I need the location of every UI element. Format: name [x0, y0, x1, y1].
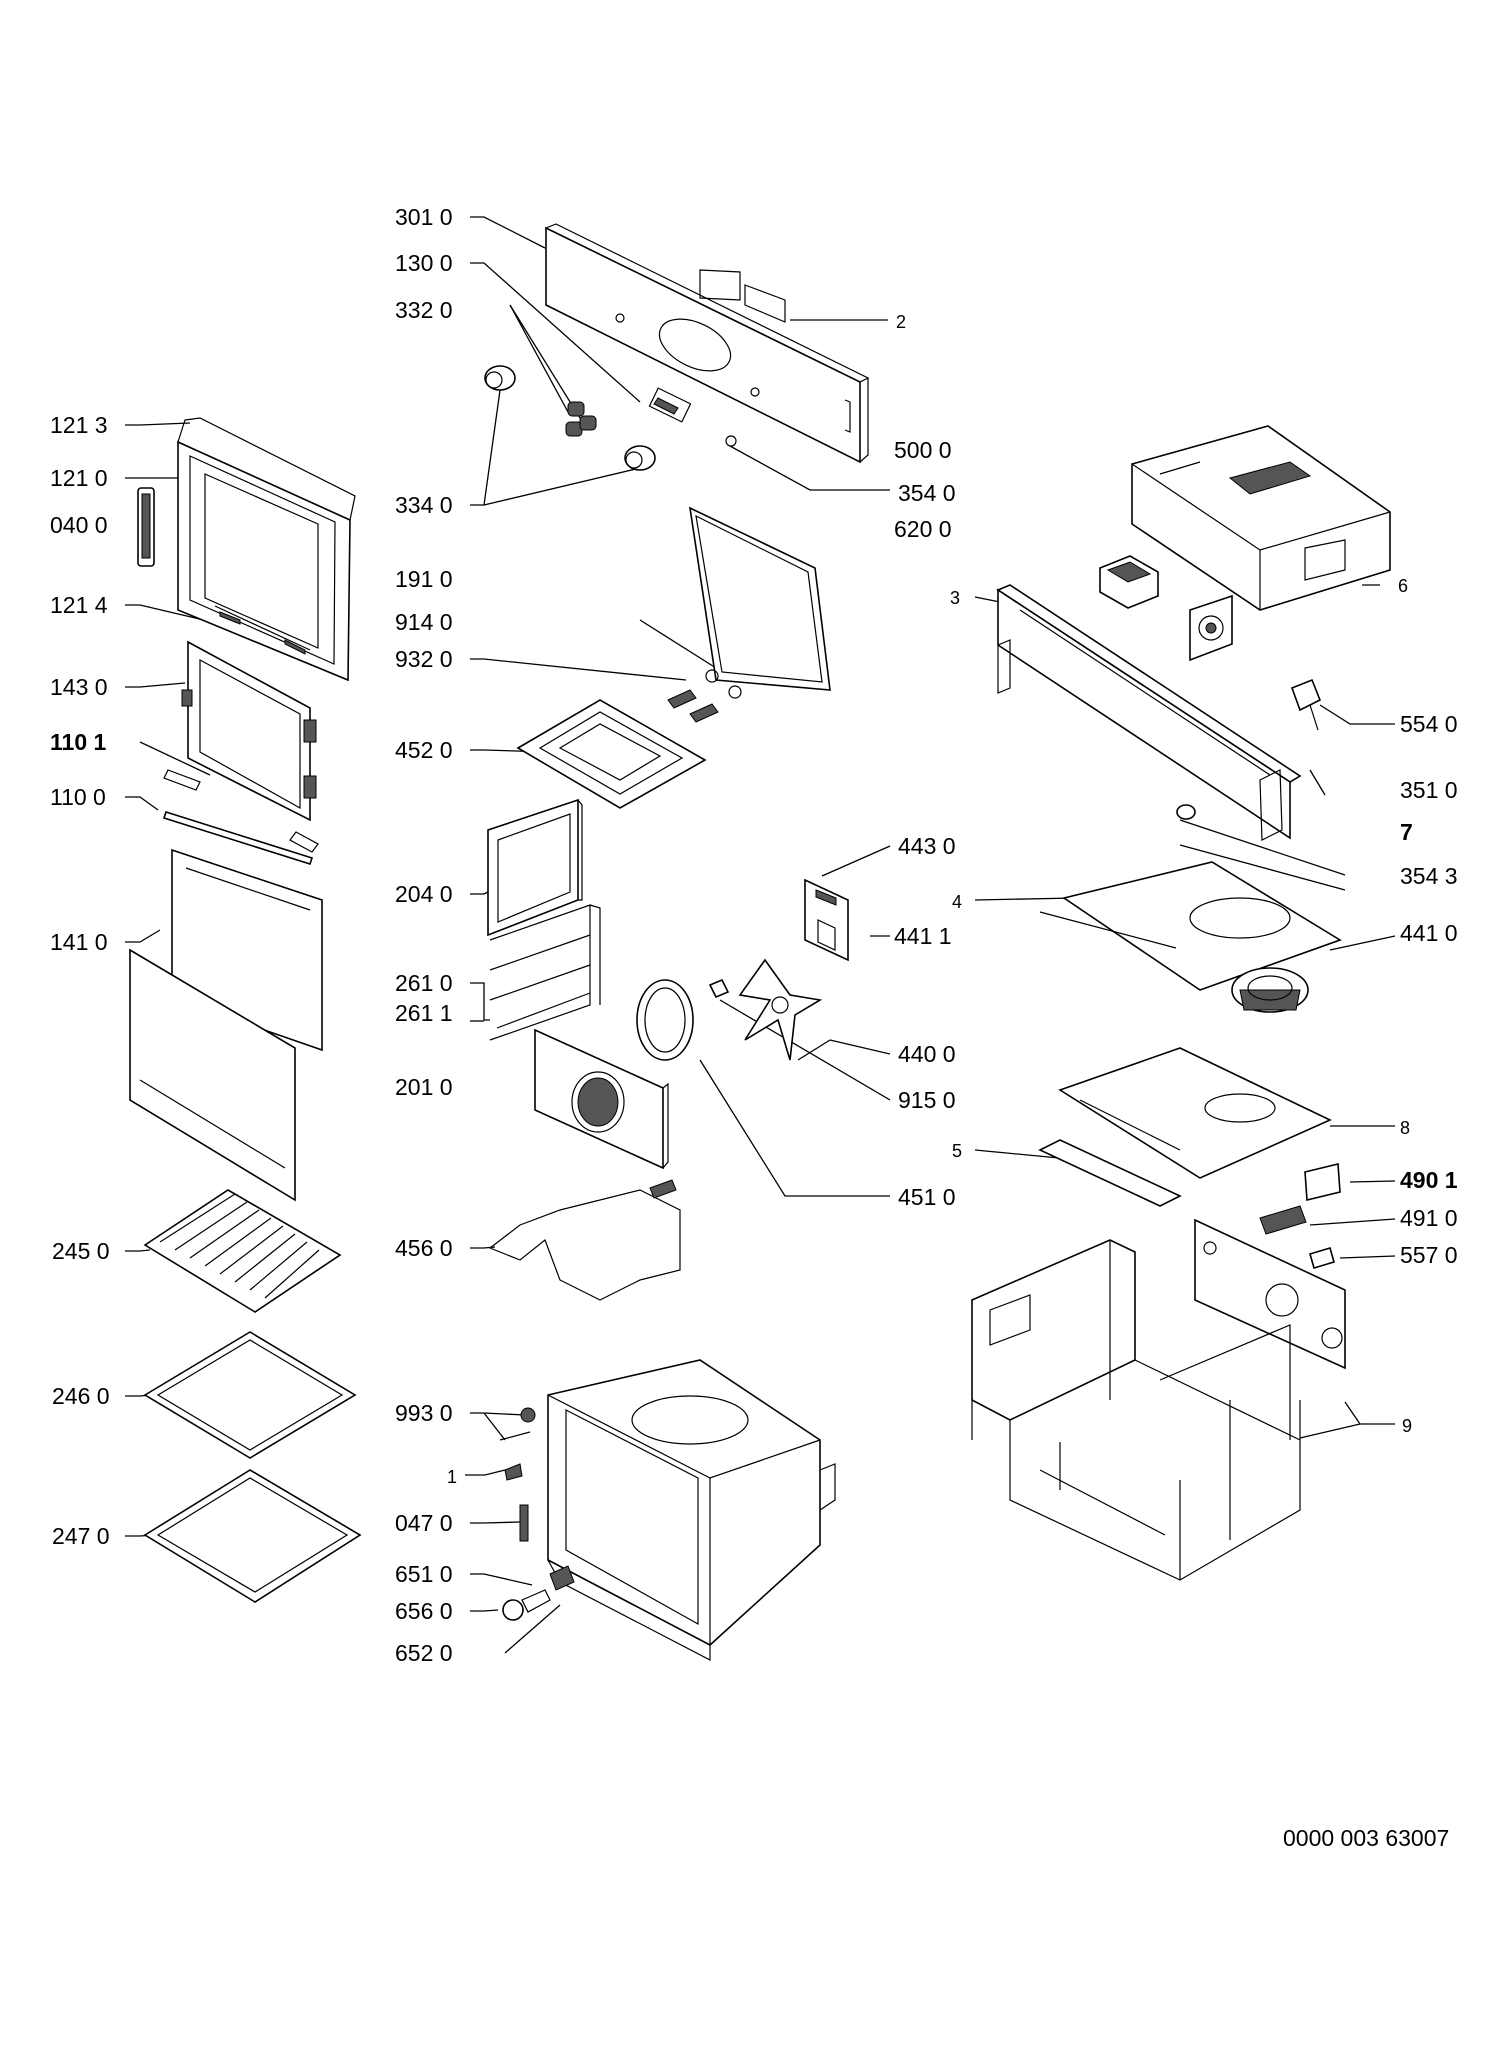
callout-491-0: 491 0	[1400, 1205, 1458, 1231]
door-glass-outer	[129, 948, 296, 1202]
callout-915-0: 915 0	[898, 1087, 956, 1113]
callout-490-1: 490 1	[1400, 1167, 1458, 1193]
callout-656-0: 656 0	[395, 1598, 453, 1624]
callout-351-0: 351 0	[1400, 777, 1458, 803]
callout-914-0: 914 0	[395, 609, 453, 635]
switch-shafts	[565, 401, 597, 437]
callout-652-0: 652 0	[395, 1640, 453, 1666]
callout-9: 9	[1402, 1416, 1412, 1436]
callout-247-0: 247 0	[52, 1523, 110, 1549]
front-strip	[1038, 1139, 1182, 1207]
lamp-holder	[1176, 804, 1196, 820]
rear-control-panel	[1131, 425, 1391, 611]
callout-500-0: 500 0	[894, 437, 952, 463]
callout-191-0: 191 0	[395, 566, 453, 592]
callout-143-0: 143 0	[50, 674, 108, 700]
door-rod	[162, 811, 314, 865]
fan-motor	[804, 878, 849, 962]
callout-121-3: 121 3	[50, 412, 108, 438]
control-panel-assembly	[545, 223, 870, 464]
heat-shield-plate	[1058, 1047, 1332, 1179]
oven-cavity	[547, 1359, 836, 1661]
callout-651-0: 651 0	[395, 1561, 453, 1587]
callout-993-0: 993 0	[395, 1400, 453, 1426]
fan-blade	[738, 958, 823, 1061]
callout-7: 7	[1400, 819, 1413, 845]
callout-334-0: 334 0	[395, 492, 453, 518]
side-rack-upper	[487, 798, 583, 937]
knobs	[484, 365, 656, 471]
callout-110-0: 110 0	[50, 784, 106, 810]
callout-443-0: 443 0	[898, 833, 956, 859]
callout-441-1: 441 1	[894, 923, 952, 949]
callout-6: 6	[1398, 576, 1408, 596]
callout-452-0: 452 0	[395, 737, 453, 763]
callout-246-0: 246 0	[52, 1383, 110, 1409]
top-grill-element	[516, 669, 742, 809]
callout-620-0: 620 0	[894, 516, 952, 542]
callout-3: 3	[950, 588, 960, 608]
callout-451-0: 451 0	[898, 1184, 956, 1210]
callout-labels: 301 0 130 0 332 0 2 121 3 121 0 040 0 33…	[50, 204, 1458, 1851]
front-frame-bar	[996, 584, 1302, 841]
callout-047-0: 047 0	[395, 1510, 453, 1536]
callout-5: 5	[952, 1141, 962, 1161]
wire-shelf	[143, 1189, 342, 1313]
top-plate	[1039, 861, 1342, 991]
fan-bushing	[708, 978, 730, 999]
callout-354-0: 354 0	[898, 480, 956, 506]
cooling-fan	[1231, 967, 1309, 1013]
document-number: 0000 003 63007	[1283, 1825, 1449, 1851]
callout-441-0: 441 0	[1400, 920, 1458, 946]
door-outer-frame	[177, 417, 356, 682]
callout-261-1: 261 1	[395, 1000, 453, 1026]
callout-121-4: 121 4	[50, 592, 108, 618]
door-seal	[688, 506, 831, 691]
callout-332-0: 332 0	[395, 297, 453, 323]
baking-tray	[143, 1331, 357, 1459]
relay-module	[1099, 555, 1159, 609]
callout-130-0: 130 0	[395, 250, 453, 276]
rear-terminal-board	[1194, 1218, 1346, 1370]
callout-1: 1	[447, 1467, 457, 1487]
callout-261-0: 261 0	[395, 970, 453, 996]
callout-456-0: 456 0	[395, 1235, 453, 1261]
callout-040-0: 040 0	[50, 512, 108, 538]
bottom-element	[488, 1179, 681, 1301]
callout-2: 2	[896, 312, 906, 332]
callout-201-0: 201 0	[395, 1074, 453, 1100]
leader-lines	[125, 216, 1396, 1654]
callout-141-0: 141 0	[50, 929, 108, 955]
fan-ring	[636, 979, 694, 1061]
door-handle	[137, 487, 155, 567]
callout-554-0: 554 0	[1400, 711, 1458, 737]
callout-8: 8	[1400, 1118, 1410, 1138]
callout-557-0: 557 0	[1400, 1242, 1458, 1268]
callout-932-0: 932 0	[395, 646, 453, 672]
callout-440-0: 440 0	[898, 1041, 956, 1067]
callout-354-3: 354 3	[1400, 863, 1458, 889]
cavity-hardware	[499, 1407, 575, 1621]
side-rack-lower	[489, 904, 601, 1041]
callout-110-1: 110 1	[50, 729, 106, 755]
callout-121-0: 121 0	[50, 465, 108, 491]
door-inner-panel	[163, 640, 319, 853]
callout-204-0: 204 0	[395, 881, 453, 907]
fan-cover	[534, 1028, 669, 1170]
callout-4: 4	[952, 892, 962, 912]
door-switch	[1290, 678, 1322, 731]
callout-245-0: 245 0	[52, 1238, 110, 1264]
callout-301-0: 301 0	[395, 204, 453, 230]
oven-outer-cabinet	[971, 1239, 1301, 1581]
drip-pan	[143, 1469, 362, 1603]
terminal-connectors	[1259, 1162, 1341, 1269]
thermostat	[1189, 594, 1233, 662]
